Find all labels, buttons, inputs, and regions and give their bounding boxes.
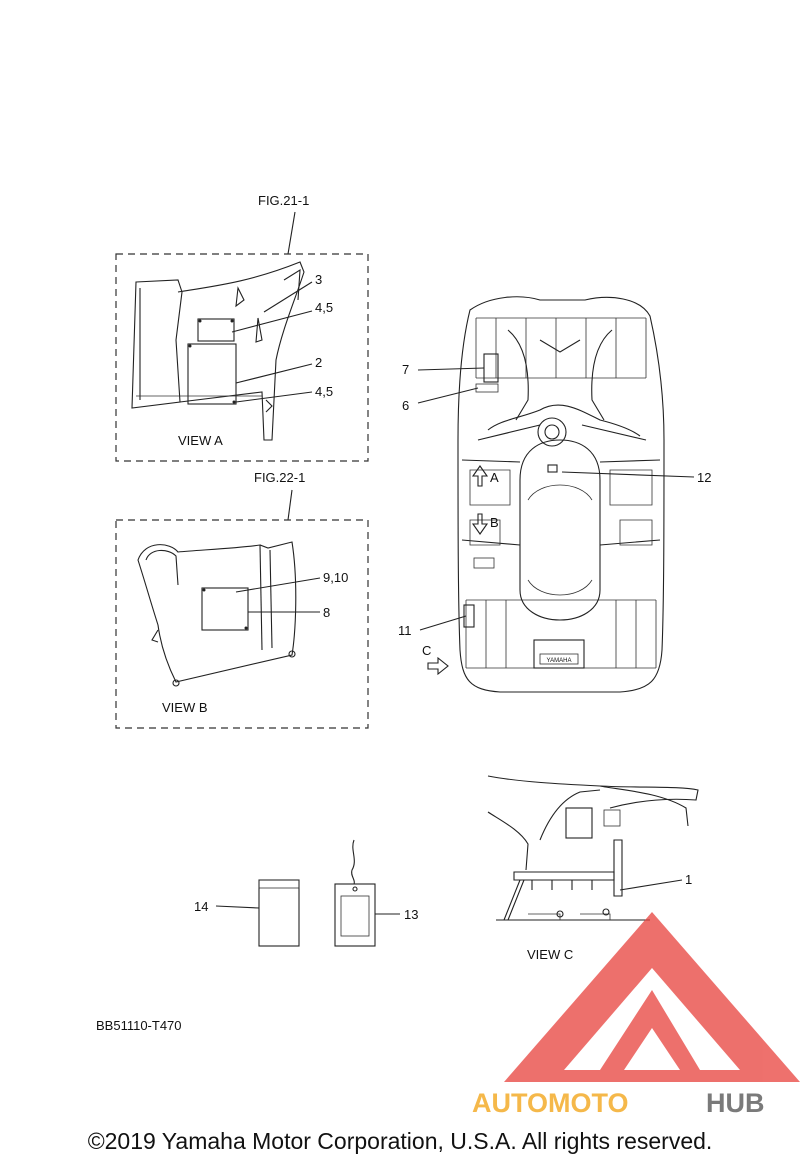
view-a-box — [115, 253, 369, 462]
view-b-panel: FIG.22-1 9,10 8 VIEW B — [115, 470, 369, 729]
watermark-auto-text: AUTOMOTO — [472, 1088, 629, 1118]
callout-14: 14 — [194, 899, 208, 914]
callout-3: 3 — [315, 272, 322, 287]
leader-9-10 — [235, 577, 321, 593]
callout-8: 8 — [323, 605, 330, 620]
fig-22-1-leader — [287, 489, 293, 521]
leader-11 — [419, 615, 467, 631]
callout-1: 1 — [685, 872, 692, 887]
leader-45-bottom — [235, 391, 313, 403]
leader-1 — [619, 879, 683, 891]
fig-22-1-label: FIG.22-1 — [254, 470, 305, 485]
watermark-hub-text: HUB — [706, 1088, 765, 1118]
leader-2 — [235, 363, 313, 384]
label-14-card — [258, 879, 300, 947]
label-13-hangtag — [334, 839, 376, 947]
callout-13: 13 — [404, 907, 418, 922]
callout-4-5-bottom: 4,5 — [315, 384, 333, 399]
marker-c: C — [422, 643, 431, 658]
marker-b: B — [490, 515, 499, 530]
fig-21-1-label: FIG.21-1 — [258, 193, 309, 208]
arrow-up-icon — [471, 465, 489, 487]
copyright-notice: ©2019 Yamaha Motor Corporation, U.S.A. A… — [87, 1128, 713, 1154]
fig-21-1-leader — [287, 211, 296, 255]
view-a-fender-drawing — [131, 261, 305, 441]
leader-6 — [417, 387, 479, 404]
leader-45-top — [231, 310, 313, 333]
view-a-panel: FIG.21-1 3 4,5 2 4,5 VIEW A — [115, 193, 369, 462]
view-b-fender-drawing — [137, 541, 297, 687]
view-b-box — [115, 519, 369, 729]
atv-top-view: YAMAHA A B C — [422, 296, 665, 693]
arrow-down-icon — [471, 513, 489, 535]
part-code: BB51110-T470 — [96, 1018, 182, 1033]
marker-a: A — [490, 470, 499, 485]
watermark-logo — [504, 912, 800, 1082]
brand-plate-text: YAMAHA — [547, 658, 572, 664]
leader-3 — [263, 281, 313, 313]
leader-14 — [215, 905, 260, 909]
callout-2: 2 — [315, 355, 322, 370]
callout-9-10: 9,10 — [323, 570, 348, 585]
view-c-label: VIEW C — [527, 947, 573, 962]
leader-12 — [561, 471, 695, 478]
arrow-right-icon — [427, 656, 449, 676]
callout-7: 7 — [402, 362, 409, 377]
callout-11: 11 — [398, 623, 412, 638]
view-a-label: VIEW A — [178, 433, 223, 448]
callout-6: 6 — [402, 398, 409, 413]
view-c-drawing — [487, 775, 699, 921]
callout-4-5-top: 4,5 — [315, 300, 333, 315]
view-b-label: VIEW B — [162, 700, 208, 715]
callout-12: 12 — [697, 470, 711, 485]
leader-7 — [417, 367, 485, 371]
